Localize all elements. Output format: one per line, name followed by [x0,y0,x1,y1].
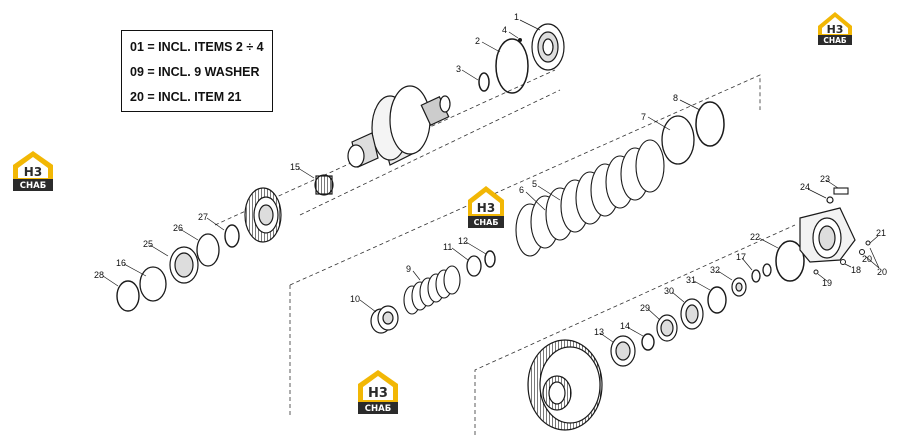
ring-item-17b [762,263,772,277]
callout-4: 4 [502,25,507,35]
callout-26: 26 [173,223,183,233]
bolt-item-23 [833,187,849,195]
snap-ring-item-27 [224,224,240,248]
legend-row-01: 01 = INCL. ITEMS 2 ÷ 4 [130,40,264,54]
ring-item-21 [865,240,871,246]
nut-item-32 [731,277,747,297]
snap-ring-item-12 [484,250,496,268]
callout-5: 5 [532,179,537,189]
o-ring-item-2 [495,38,529,94]
legend-row-09: 09 = INCL. 9 WASHER [130,65,260,79]
logo-watermark-bottom: H3 СНАБ [358,370,398,414]
logo-watermark-left: H3 СНАБ [13,151,53,191]
leader-lines [102,19,880,343]
washer-item-16 [139,266,167,302]
callout-13: 13 [594,327,604,337]
callout-numbers: 1 2 3 4 5 6 7 8 9 10 11 12 13 14 15 16 1… [94,12,887,337]
disc-item-7 [661,115,695,165]
bearing-item-25 [169,246,199,284]
callout-11: 11 [443,242,452,252]
cover-housing [799,207,856,263]
callout-15: 15 [290,162,300,172]
logo-letters: H3 [368,386,388,401]
washer-item-11 [466,255,482,277]
piston-item-10 [370,305,399,334]
callout-10: 10 [350,294,360,304]
callout-28: 28 [94,270,104,280]
seal-item-19 [813,269,819,275]
callout-16: 16 [116,258,126,268]
assembly-boundary-lines [214,69,796,435]
ring-item-17a [751,269,761,283]
callout-24: 24 [800,182,810,192]
callout-3: 3 [456,64,461,74]
ball-item-4 [518,38,522,42]
callout-30: 30 [664,286,674,296]
logo-word: СНАБ [474,218,499,227]
clutch-plates-item-5-6 [515,139,665,257]
callout-21: 21 [876,228,886,238]
snap-ring-item-14 [641,333,655,351]
snap-ring-item-28 [116,280,140,312]
callout-2: 2 [475,36,480,46]
washer-item-24 [826,196,834,204]
legend-row-20: 20 = INCL. ITEM 21 [130,90,242,104]
callout-12: 12 [458,236,468,246]
bearing-item-30 [680,298,704,330]
callout-31: 31 [686,275,696,285]
logo-letters: H3 [477,201,495,215]
callout-18: 18 [851,265,861,275]
callout-17: 17 [736,252,746,262]
logo-word: СНАБ [20,181,46,191]
spring-item-9 [403,265,461,315]
bearing-item-29 [656,314,678,342]
snap-ring-item-8 [695,101,725,147]
callout-7: 7 [641,112,646,122]
callout-29: 29 [640,303,650,313]
plug-item-18 [840,259,846,265]
washer-item-26 [196,233,220,267]
bearing-item-13 [610,335,636,367]
callout-19: 19 [822,278,832,288]
callout-20a: 20 [877,267,887,277]
callout-32: 32 [710,265,720,275]
plug-item-20 [859,249,865,255]
gear-item-left [244,187,282,243]
snap-ring-item-3 [478,72,490,92]
bearing-item-1 [531,23,565,71]
logo-watermark-center: H3 СНАБ [468,186,504,228]
o-ring-item-31 [707,286,727,314]
large-gear-bottom [527,339,603,431]
callout-1: 1 [514,12,519,22]
main-shaft [347,85,451,168]
logo-watermark-top-right [818,12,852,45]
logo-word: СНАБ [365,404,391,414]
logo-letters: H3 [24,165,42,179]
callout-20b: 20 [862,254,872,264]
callout-9: 9 [406,264,411,274]
callout-25: 25 [143,239,153,249]
callout-27: 27 [198,212,208,222]
callout-6: 6 [519,185,524,195]
legend-box: 01 = INCL. ITEMS 2 ÷ 4 09 = INCL. 9 WASH… [121,30,273,112]
callout-23: 23 [820,174,830,184]
o-ring-item-22 [775,240,805,282]
callout-22: 22 [750,232,760,242]
callout-14: 14 [620,321,630,331]
callout-8: 8 [673,93,678,103]
needle-bearing-item-15 [314,174,334,196]
